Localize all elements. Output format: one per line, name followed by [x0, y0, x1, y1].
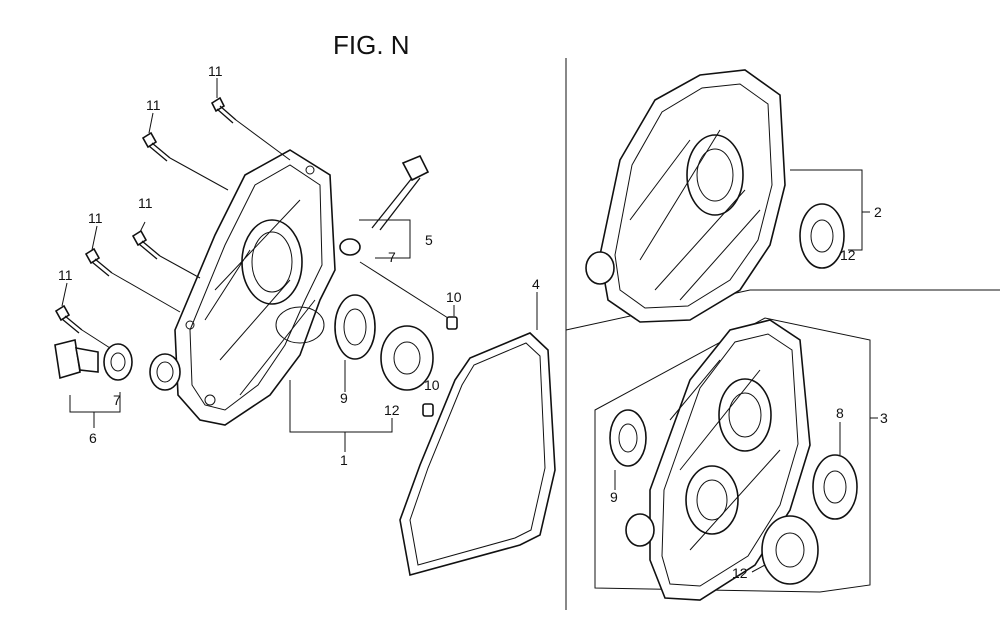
- callout-11-lower-left: 11: [88, 210, 103, 226]
- dowel-pin-upper: [446, 316, 458, 330]
- cover-assembly-3: [594, 317, 878, 601]
- bearing-12-assembly-2: [799, 203, 845, 269]
- callout-11-middle-left: 11: [138, 195, 153, 211]
- figure-title: FIG. N: [333, 30, 410, 60]
- bolt-bottom-left: [54, 304, 83, 334]
- oil-dipstick: [371, 154, 430, 231]
- callout-11-top: 11: [208, 63, 223, 79]
- bearing-12: [380, 325, 434, 391]
- bolt-middle-left: [131, 229, 161, 260]
- oil-seal-9: [334, 294, 376, 360]
- callout-2: 2: [874, 204, 882, 220]
- callout-brackets-left: [61, 78, 538, 452]
- callout-3: 3: [880, 410, 888, 426]
- callout-11-upper-left: 11: [146, 97, 161, 113]
- callout-12-left: 12: [384, 402, 400, 418]
- gasket: [399, 332, 556, 577]
- callout-7-left: 7: [113, 392, 121, 408]
- callout-9-right: 9: [610, 489, 618, 505]
- bolt-top: [210, 96, 237, 124]
- callout-10-upper: 10: [446, 289, 462, 305]
- callout-4: 4: [532, 276, 540, 292]
- dowel-pin-lower: [422, 403, 434, 417]
- o-ring-upper: [339, 238, 361, 256]
- callout-11-bottom-left: 11: [58, 267, 73, 283]
- callout-10-lower: 10: [424, 377, 440, 393]
- cover-assembly-2: [585, 69, 870, 323]
- crankcase-cover-exploded: [54, 96, 458, 426]
- bolt-lower-left: [84, 247, 113, 277]
- oil-seal-9-assembly-3: [609, 409, 647, 467]
- callout-1: 1: [340, 452, 348, 468]
- callout-labels: 1 2 3 4 5 6 7 7 8 9 9 10 10 11 11 11 11 …: [58, 63, 888, 581]
- callout-6: 6: [89, 430, 97, 446]
- bolt-upper-left: [141, 131, 171, 162]
- oil-seal-cover: [149, 353, 181, 391]
- bearing-12-assembly-3: [761, 515, 819, 585]
- bearing-8-assembly-3: [812, 454, 858, 520]
- callout-7-right: 7: [388, 249, 396, 265]
- drain-plug: [54, 339, 133, 381]
- callout-8: 8: [836, 405, 844, 421]
- callout-12-assembly-2: 12: [840, 247, 856, 263]
- callout-12-assembly-3: 12: [732, 565, 748, 581]
- callout-5: 5: [425, 232, 433, 248]
- callout-9-left: 9: [340, 390, 348, 406]
